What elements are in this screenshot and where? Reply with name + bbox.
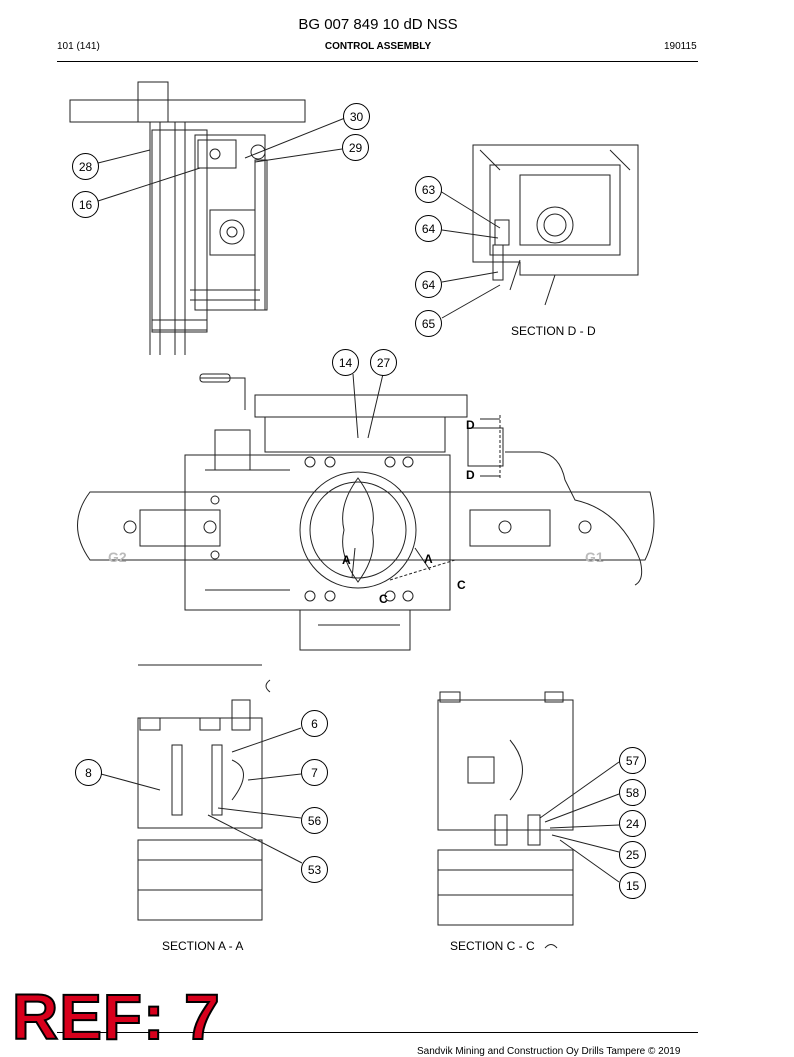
section-a-a-drawing [137, 664, 271, 921]
main-plan-view [77, 373, 655, 651]
callout-24: 24 [619, 810, 646, 837]
section-mark-a-right: A [424, 552, 433, 566]
callout-64-upper: 64 [415, 215, 442, 242]
callout-7: 7 [301, 759, 328, 786]
g2-marker: G2 [108, 549, 127, 565]
section-mark-d-top: D [466, 418, 475, 432]
page-reference: 101 (141) [57, 41, 100, 52]
g1-marker: G1 [585, 549, 604, 565]
callout-15: 15 [619, 872, 646, 899]
section-cut-arrows [351, 415, 501, 581]
callout-53: 53 [301, 856, 328, 883]
caption-section-d-d: SECTION D - D [511, 324, 596, 338]
callout-58: 58 [619, 779, 646, 806]
ref-stamp: REF: 7 [11, 981, 221, 1053]
callout-25: 25 [619, 841, 646, 868]
section-mark-c-right: C [457, 578, 466, 592]
section-d-d-drawing [472, 144, 639, 306]
section-title: CONTROL ASSEMBLY [324, 41, 432, 52]
callout-6: 6 [301, 710, 328, 737]
callout-56: 56 [301, 807, 328, 834]
callout-63: 63 [415, 176, 442, 203]
section-c-c-drawing [437, 691, 574, 949]
section-mark-c-left: C [379, 592, 388, 606]
callout-29: 29 [342, 134, 369, 161]
callout-30: 30 [343, 103, 370, 130]
doc-number: BG 007 849 10 dD NSS [298, 16, 458, 33]
footer-copyright: Sandvik Mining and Construction Oy Drill… [417, 1046, 681, 1057]
callout-28: 28 [72, 153, 99, 180]
callout-8: 8 [75, 759, 102, 786]
side-view-top-left [69, 81, 306, 355]
callout-16: 16 [72, 191, 99, 218]
callout-65: 65 [415, 310, 442, 337]
section-mark-a-left: A [342, 553, 351, 567]
section-mark-d-bottom: D [466, 468, 475, 482]
callout-27: 27 [370, 349, 397, 376]
callout-14: 14 [332, 349, 359, 376]
footer-rule [57, 1032, 698, 1033]
header-rule [57, 61, 698, 62]
callout-57: 57 [619, 747, 646, 774]
callout-64-lower: 64 [415, 271, 442, 298]
leader-lines [97, 117, 620, 883]
caption-section-a-a: SECTION A - A [162, 939, 244, 953]
caption-section-c-c: SECTION C - C [450, 939, 535, 953]
revision-date: 190115 [664, 41, 697, 52]
